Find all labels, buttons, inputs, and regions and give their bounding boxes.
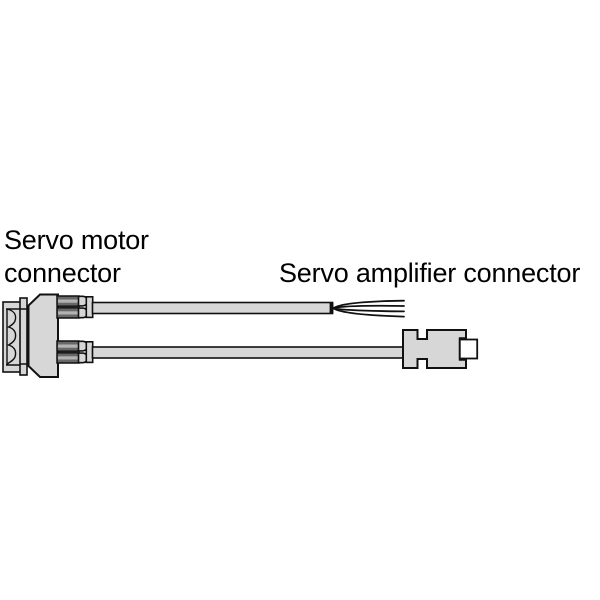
motor-connector-pins-bottom [56, 340, 94, 364]
wire [332, 307, 405, 313]
servo-motor-connector-label: Servo motor connector [4, 224, 149, 290]
servo-motor-connector-label-line1: Servo motor [4, 225, 149, 255]
motor-connector-body [27, 293, 59, 378]
amplifier-connector-body [402, 329, 467, 369]
cable-bottom-sheath [91, 346, 405, 359]
cable-top [91, 299, 405, 318]
pin-stripe [58, 311, 78, 315]
servo-amplifier-connector-label: Servo amplifier connector [279, 258, 581, 288]
pin-stripe [58, 356, 78, 360]
cable-top-end-cap [329, 302, 334, 314]
wire [332, 307, 405, 318]
motor-connector-cap [2, 301, 23, 373]
motor-connector-faceplate-ticks [20, 308, 27, 365]
amplifier-connector-drawing [402, 329, 479, 369]
motor-connector-drawing [2, 293, 94, 378]
amplifier-connector-plug-tab [458, 338, 479, 360]
motor-connector-faceplate [19, 297, 28, 376]
pin-stripe [58, 299, 78, 303]
wire [332, 304, 405, 309]
pin-stripe [58, 344, 78, 348]
frayed-wires [332, 299, 405, 318]
motor-connector-pins-top [56, 295, 94, 319]
servo-motor-connector-label-line2: connector [4, 258, 121, 288]
motor-connector-cap-detail [6, 308, 17, 366]
cable-top-sheath [91, 301, 334, 315]
